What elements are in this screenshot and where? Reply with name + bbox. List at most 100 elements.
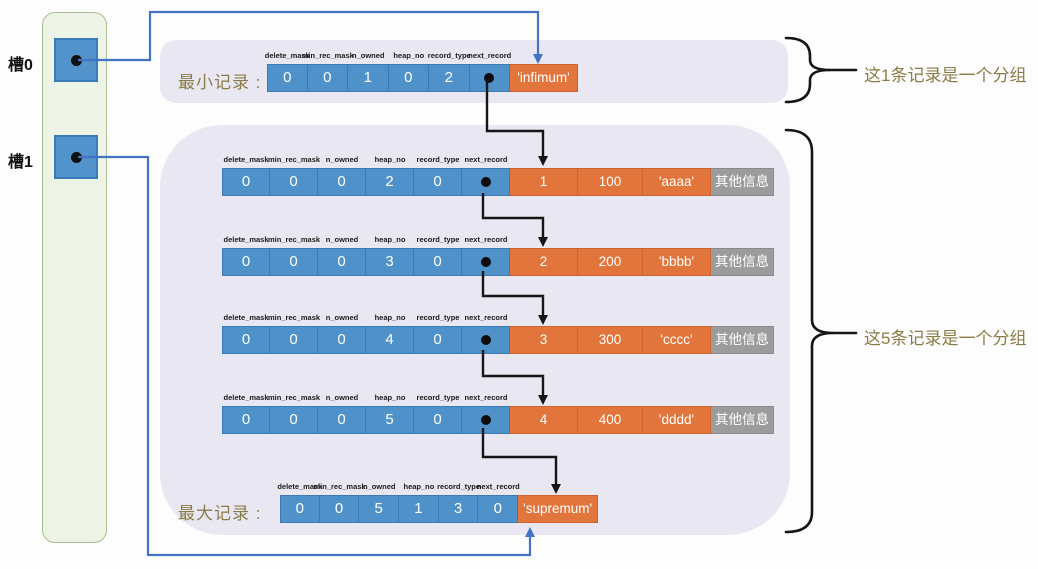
field-header-delete_mask: delete_mask xyxy=(223,393,269,402)
field-header-record_type: record_type xyxy=(416,393,460,402)
field-header-min_rec_mask: min_rec_mask xyxy=(267,393,321,402)
record-row-3-heap_no-cell: 4 xyxy=(366,326,414,354)
infimum-row-label: 最小记录 : xyxy=(178,73,262,92)
next-record-pointer-dot xyxy=(480,257,491,267)
record-4-extra-info-cell: 其他信息 xyxy=(711,406,774,434)
slot0-box xyxy=(54,38,98,82)
record-row-2-heap_no-cell: 3 xyxy=(366,248,414,276)
record-row-2-min_rec_mask-cell: 0 xyxy=(270,248,318,276)
supremum-record-row-min_rec_mask-cell: 0 xyxy=(319,495,360,523)
next-record-pointer-dot xyxy=(484,73,495,83)
field-header-n_owned: n_owned xyxy=(325,313,359,322)
record-4-data-cell: 'dddd' xyxy=(643,406,711,434)
record-row-4-n_owned-cell: 0 xyxy=(318,406,366,434)
record-row-3-delete_mask-cell: 0 xyxy=(222,326,270,354)
supremum-record-row-delete_mask-cell: 0 xyxy=(280,495,320,523)
field-header-min_rec_mask: min_rec_mask xyxy=(267,313,321,322)
field-header-n_owned: n_owned xyxy=(325,393,359,402)
supremum-record-row-heap_no-cell: 1 xyxy=(399,495,439,523)
field-header-min_rec_mask: min_rec_mask xyxy=(267,235,321,244)
record-1-amount-cell: 100 xyxy=(578,168,643,196)
field-header-heap_no: heap_no xyxy=(374,393,406,402)
record-row-4-delete_mask-cell: 0 xyxy=(222,406,270,434)
record-2-key-cell: 2 xyxy=(510,248,578,276)
record-row-1-record_type-cell: 0 xyxy=(414,168,462,196)
infimum-record-row-delete_mask-cell: 0 xyxy=(267,64,308,92)
field-header-record_type: record_type xyxy=(437,482,481,491)
record-row-4-heap_no-cell: 5 xyxy=(366,406,414,434)
record-3-amount-cell: 300 xyxy=(578,326,643,354)
group1-annotation: 这1条记录是一个分组 xyxy=(864,66,1027,85)
record-row-3-next_record-cell xyxy=(462,326,510,354)
field-header-delete_mask: delete_mask xyxy=(223,155,269,164)
field-header-next_record: next_record xyxy=(464,155,508,164)
field-header-n_owned: n_owned xyxy=(351,51,385,60)
supremum-value-cell: 'supremum' xyxy=(518,495,599,523)
slot-directory-panel xyxy=(42,12,107,543)
field-header-next_record: next_record xyxy=(464,235,508,244)
field-header-next_record: next_record xyxy=(464,393,508,402)
record-3-key-cell: 3 xyxy=(510,326,578,354)
record-row-1-n_owned-cell: 0 xyxy=(318,168,366,196)
record-1-extra-info-cell: 其他信息 xyxy=(711,168,774,196)
field-header-heap_no: heap_no xyxy=(374,155,406,164)
record-row-4-record_type-cell: 0 xyxy=(414,406,462,434)
field-header-n_owned: n_owned xyxy=(362,482,396,491)
record-row-1-delete_mask-cell: 0 xyxy=(222,168,270,196)
record-1-key-cell: 1 xyxy=(510,168,578,196)
field-header-record_type: record_type xyxy=(416,313,460,322)
infimum-record-row-next_record-cell xyxy=(469,64,510,92)
record-1-data-cell: 'aaaa' xyxy=(643,168,711,196)
field-header-min_rec_mask: min_rec_mask xyxy=(313,482,366,491)
record-row-3-n_owned-cell: 0 xyxy=(318,326,366,354)
group2-annotation: 这5条记录是一个分组 xyxy=(864,329,1027,348)
field-header-record_type: record_type xyxy=(427,51,471,60)
field-header-n_owned: n_owned xyxy=(325,235,359,244)
field-header-next_record: next_record xyxy=(468,51,512,60)
record-row-1-min_rec_mask-cell: 0 xyxy=(270,168,318,196)
field-header-heap_no: heap_no xyxy=(403,482,435,491)
infimum-record-row-heap_no-cell: 0 xyxy=(388,64,429,92)
slot1-box xyxy=(54,135,98,179)
field-header-next_record: next_record xyxy=(476,482,520,491)
record-3-data-cell: 'cccc' xyxy=(643,326,711,354)
next-record-pointer-dot xyxy=(480,415,491,425)
field-header-min_rec_mask: min_rec_mask xyxy=(301,51,354,60)
infimum-record-row-n_owned-cell: 1 xyxy=(348,64,389,92)
record-2-data-cell: 'bbbb' xyxy=(643,248,711,276)
record-row-3-record_type-cell: 0 xyxy=(414,326,462,354)
infimum-record-row-min_rec_mask-cell: 0 xyxy=(307,64,348,92)
record-row-2-delete_mask-cell: 0 xyxy=(222,248,270,276)
slot1-label: 槽1 xyxy=(8,154,33,171)
record-row-2-n_owned-cell: 0 xyxy=(318,248,366,276)
field-header-delete_mask: delete_mask xyxy=(223,313,269,322)
infimum-record-row-record_type-cell: 2 xyxy=(429,64,470,92)
record-row-2-next_record-cell xyxy=(462,248,510,276)
supremum-record-row-next_record-cell: 0 xyxy=(478,495,519,523)
record-4-amount-cell: 400 xyxy=(578,406,643,434)
next-record-pointer-dot xyxy=(480,335,491,345)
group1-brace xyxy=(784,36,858,104)
field-header-n_owned: n_owned xyxy=(325,155,359,164)
next-record-pointer-dot xyxy=(480,177,491,187)
field-header-heap_no: heap_no xyxy=(374,313,406,322)
field-header-heap_no: heap_no xyxy=(374,235,406,244)
field-header-heap_no: heap_no xyxy=(393,51,425,60)
record-2-extra-info-cell: 其他信息 xyxy=(711,248,774,276)
field-header-record_type: record_type xyxy=(416,235,460,244)
slot1-pointer-dot xyxy=(70,151,82,163)
record-row-1-next_record-cell xyxy=(462,168,510,196)
supremum-record-row-n_owned-cell: 5 xyxy=(359,495,400,523)
group2-brace xyxy=(784,128,858,534)
record-row-3-min_rec_mask-cell: 0 xyxy=(270,326,318,354)
slot0-label: 槽0 xyxy=(8,57,33,74)
